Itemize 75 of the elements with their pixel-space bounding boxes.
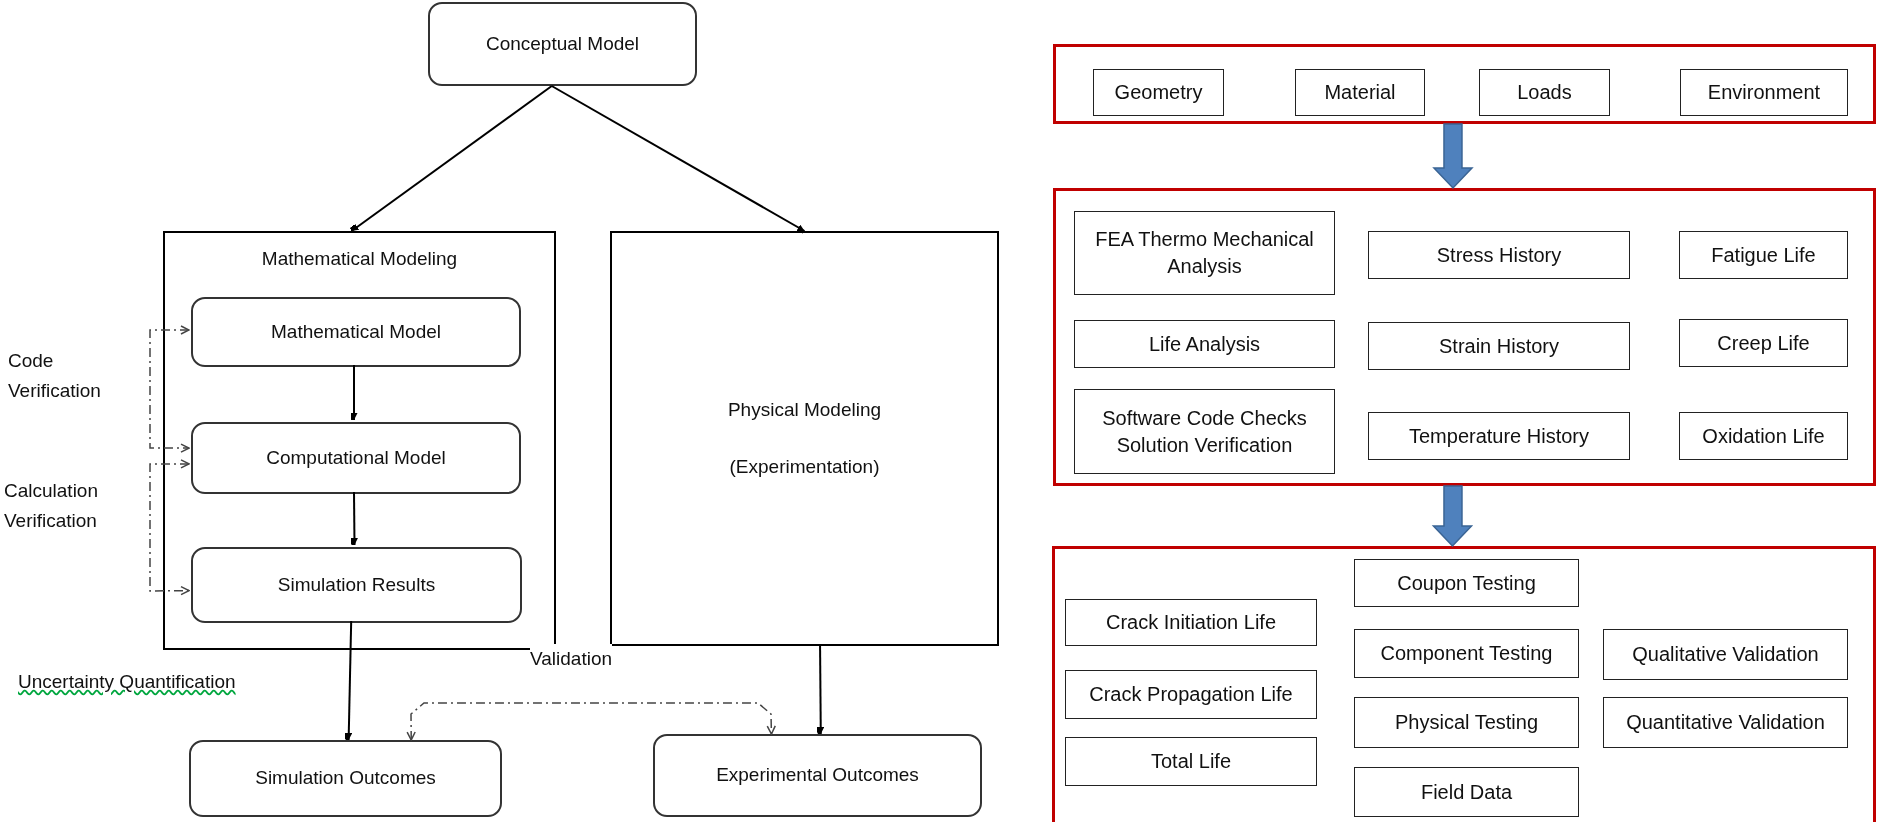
label-box — [1354, 697, 1579, 748]
node-label: Fatigue Life — [1711, 242, 1816, 268]
group-panel — [1052, 546, 1876, 822]
process-box — [191, 297, 521, 367]
arrow — [814, 645, 825, 737]
arrow — [342, 620, 353, 743]
process-box — [428, 2, 697, 86]
node-label: Stress History — [1436, 242, 1562, 268]
node-label: Coupon Testing — [1397, 570, 1536, 596]
process-box — [610, 231, 999, 646]
node-label: Geometry — [1114, 80, 1203, 105]
dash-dot-arrow — [406, 702, 776, 741]
label-box — [1354, 767, 1579, 817]
group-title: Mathematical Modeling — [261, 247, 458, 271]
process-box — [191, 422, 521, 494]
node-label: Physical Testing — [1394, 710, 1538, 735]
label-box — [1679, 412, 1848, 460]
node-label: Mathematical Model — [271, 319, 441, 344]
node-label: Oxidation Life — [1702, 423, 1825, 449]
node-label: Strain History — [1439, 333, 1559, 359]
group-box — [163, 231, 556, 650]
node-label: Loads — [1517, 80, 1572, 105]
label-box — [1680, 69, 1848, 116]
node-label: Conceptual Model — [485, 31, 640, 56]
node-label: Total Life — [1150, 749, 1232, 774]
label-box — [1679, 319, 1848, 367]
process-box — [189, 740, 502, 817]
label-box — [1074, 211, 1335, 295]
label-box — [1065, 737, 1317, 786]
label-box — [1603, 629, 1848, 680]
dash-dot-arrow — [149, 459, 190, 596]
node-label: Experimental Outcomes — [716, 763, 919, 788]
dash-dot-arrow — [149, 325, 190, 453]
label-box — [1679, 231, 1848, 279]
node-label: Software Code Checks Solution Verification — [1101, 405, 1308, 458]
label-box — [1065, 670, 1317, 719]
node-label: Material — [1324, 80, 1396, 105]
label-box — [1074, 389, 1335, 474]
node-label: Creep Life — [1717, 330, 1810, 356]
node-label: Temperature History — [1408, 423, 1590, 449]
node-label: Physical Modeling — [727, 398, 882, 422]
label-box — [1479, 69, 1610, 116]
note-label: Uncertainty Quantification — [18, 670, 236, 694]
arrow — [550, 85, 807, 234]
node-label: Simulation Results — [277, 572, 436, 597]
label-box — [1074, 320, 1335, 368]
label-box — [1354, 559, 1579, 607]
group-panel — [1053, 44, 1876, 124]
node-label: (Experimentation) — [729, 454, 880, 479]
node-label: Simulation Outcomes — [255, 766, 436, 791]
label-box — [1368, 231, 1630, 279]
process-box — [653, 734, 982, 817]
node-label: Environment — [1707, 80, 1821, 105]
node-label: Qualitative Validation — [1632, 642, 1819, 667]
label-box — [1354, 629, 1579, 678]
label-box — [1368, 412, 1630, 460]
node-label: Quantitative Validation — [1626, 710, 1825, 735]
arrow — [348, 85, 553, 232]
block-arrow — [1432, 123, 1474, 190]
node-label: Crack Initiation Life — [1105, 610, 1277, 635]
node-label: Field Data — [1420, 779, 1513, 805]
label-box — [1065, 599, 1317, 646]
label-box — [1295, 69, 1425, 116]
node-label: Life Analysis — [1148, 331, 1261, 357]
node-label: FEA Thermo Mechanical Analysis — [1094, 227, 1315, 279]
node-label: Computational Model — [266, 445, 446, 470]
node-label: Component Testing — [1380, 641, 1553, 666]
arrow — [348, 491, 358, 548]
label-box — [1093, 69, 1224, 116]
node-label: Crack Propagation Life — [1089, 682, 1293, 707]
label-box — [1603, 697, 1848, 748]
label-box — [1368, 322, 1630, 370]
block-arrow — [1431, 485, 1474, 548]
group-panel — [1053, 188, 1876, 486]
process-box — [191, 547, 522, 623]
